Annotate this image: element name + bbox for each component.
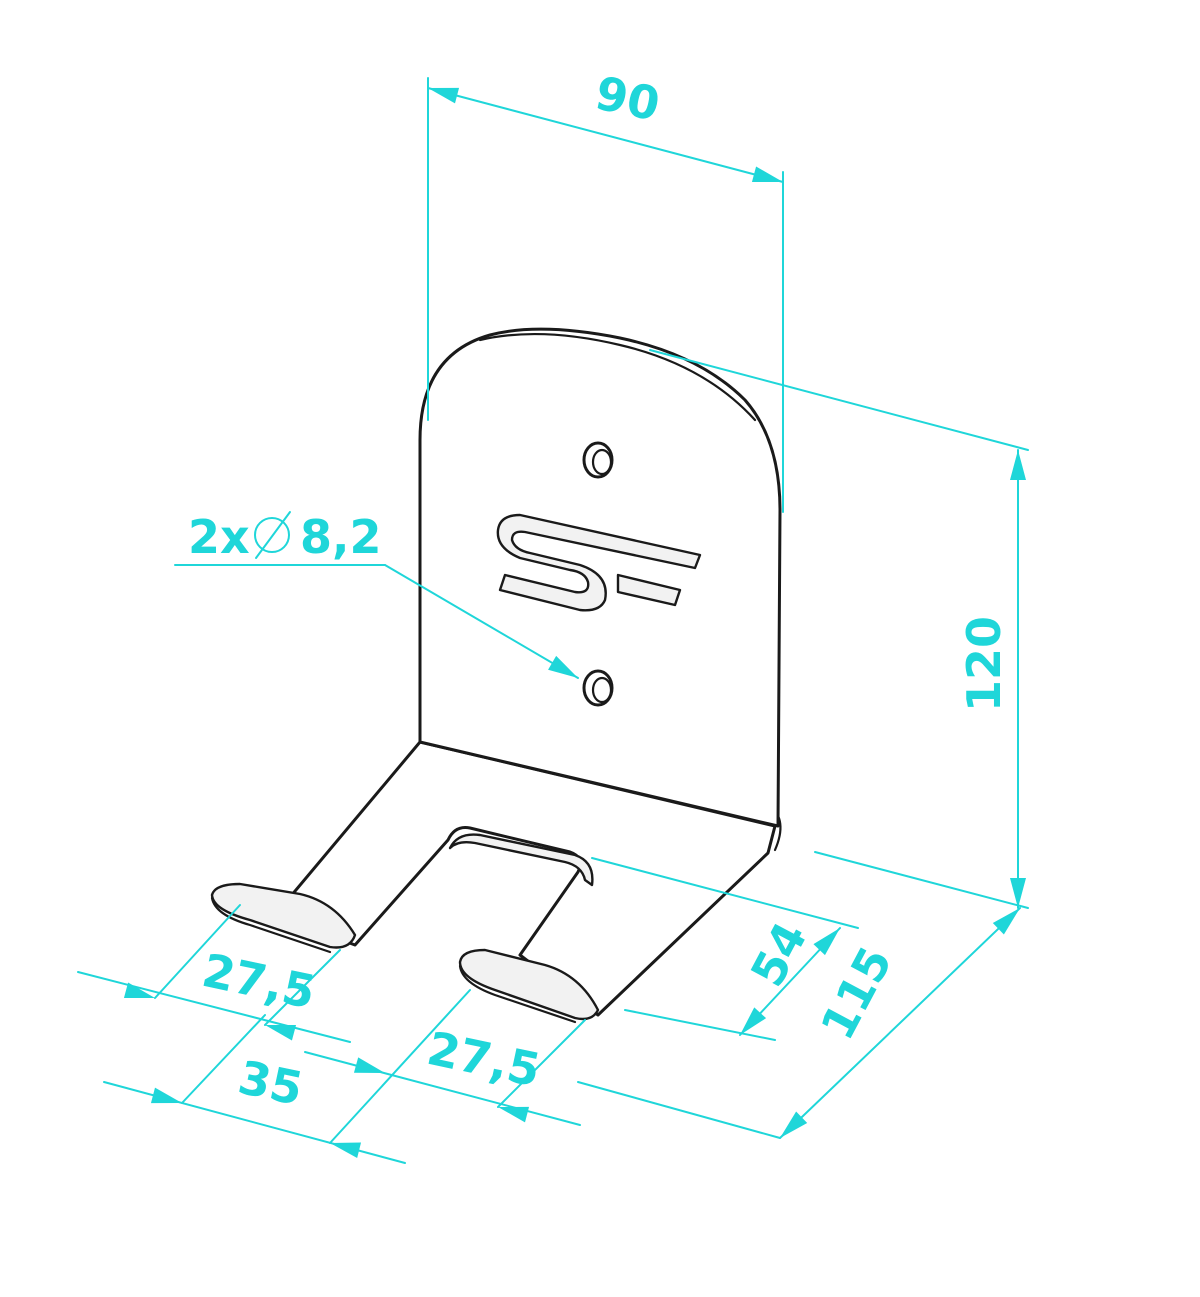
holes-diameter: 8,2	[300, 510, 382, 564]
dim-depth-54: 54	[740, 913, 818, 995]
dim-line-275-right	[304, 1051, 581, 1126]
ext-line-120-top	[649, 349, 1029, 451]
upper-hole-inner	[591, 448, 613, 476]
bracket-part	[210, 327, 782, 1024]
ext-line-275-right-b	[497, 1019, 586, 1108]
base-plate	[273, 740, 777, 1017]
arrow-275-left-b	[265, 1025, 297, 1041]
ext-line-120-bottom	[814, 851, 1029, 909]
dim-prong-right: 27,5	[423, 1021, 545, 1097]
dim-line-90	[427, 87, 784, 183]
ext-line-275-left-a	[154, 904, 241, 999]
arrow-callout	[548, 655, 578, 678]
arrow-275-right-a	[353, 1057, 385, 1073]
holes-count: 2x	[188, 510, 250, 564]
arrow-115-top	[992, 908, 1020, 935]
ext-line-35-right	[329, 989, 471, 1144]
left-prong-pad	[210, 882, 357, 949]
ext-line-275-left-b	[264, 949, 341, 1026]
dim-height: 120	[957, 616, 1011, 712]
right-prong-pad	[458, 948, 600, 1021]
logo-mark	[496, 513, 702, 612]
ext-line-54-bottom	[624, 1009, 776, 1041]
back-plate-edge	[478, 332, 757, 422]
dim-gap: 35	[234, 1050, 308, 1116]
arrow-120-top	[1010, 450, 1026, 480]
right-prong-pad-edge	[458, 964, 577, 1024]
arrow-54-top	[813, 928, 840, 956]
diameter-symbol-icon	[254, 511, 291, 559]
dim-width-top: 90	[591, 66, 665, 132]
arrow-275-right-b	[498, 1106, 530, 1123]
ext-line-54-top	[591, 857, 859, 929]
arrow-54-bottom	[740, 1007, 767, 1035]
dimension-lines	[77, 77, 1029, 1164]
slot-edge	[448, 833, 594, 887]
hole-callout: 2x 8,2	[188, 510, 382, 564]
arrow-275-left-a	[123, 982, 155, 998]
arrow-90-left	[428, 87, 460, 104]
arrow-115-bottom	[780, 1111, 808, 1138]
lower-hole-inner	[591, 676, 613, 704]
arrow-35-right	[330, 1142, 362, 1159]
arrow-120-bottom	[1010, 878, 1026, 908]
callout-leader	[384, 564, 579, 679]
arrow-90-right	[751, 166, 783, 182]
dim-line-115	[779, 907, 1021, 1139]
ext-line-35-left	[181, 1014, 266, 1104]
dim-depth-115: 115	[810, 938, 903, 1048]
arrow-35-left	[150, 1087, 182, 1104]
ext-line-115-bottom	[577, 1081, 781, 1139]
dim-line-275-left-bottom	[77, 971, 351, 1043]
left-prong-pad-edge	[210, 896, 332, 954]
